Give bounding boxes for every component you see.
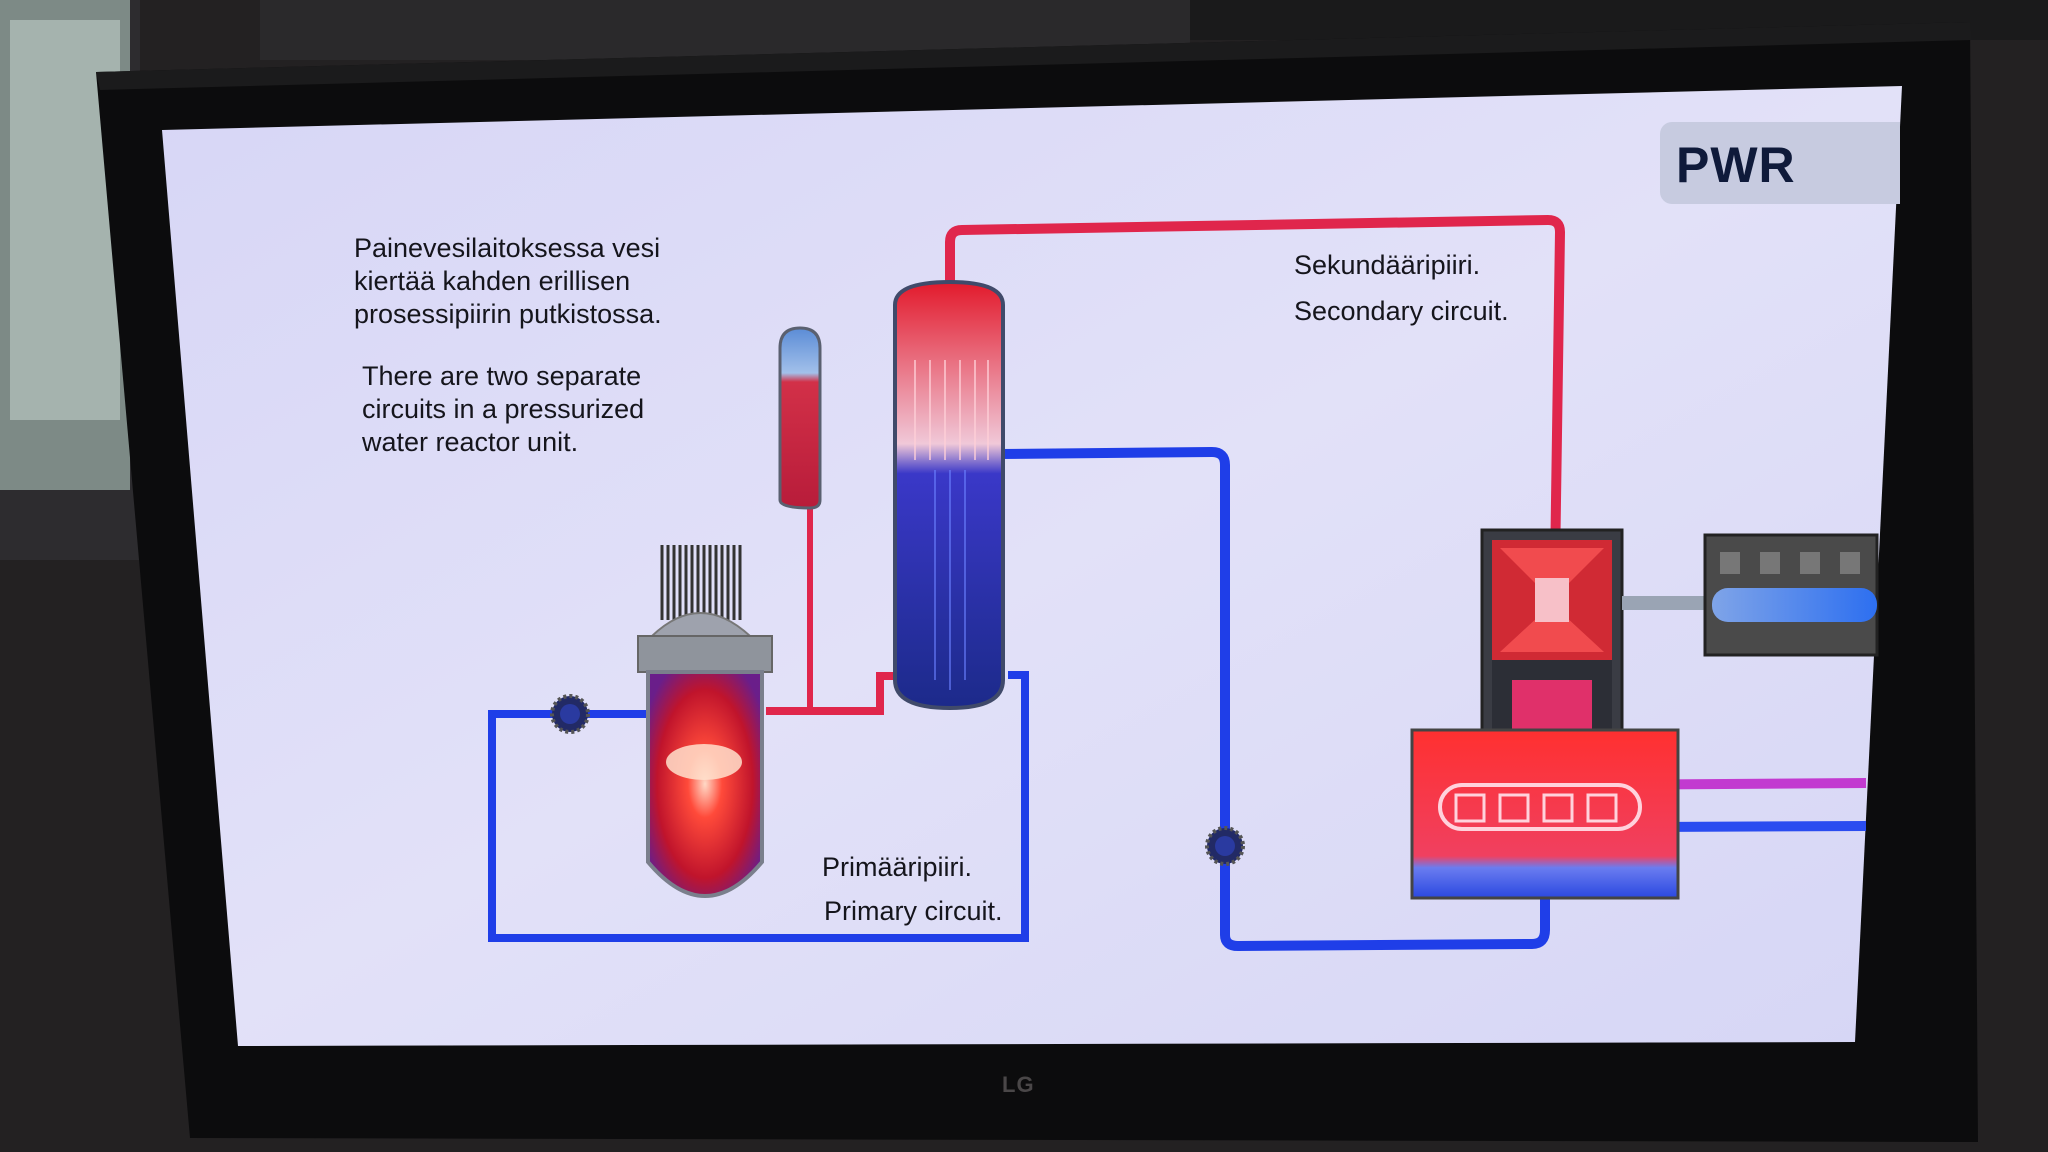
condenser-icon (1410, 728, 1680, 900)
pwr-badge (1660, 122, 1900, 204)
turbine-icon (1480, 528, 1624, 732)
pressurizer-icon (778, 326, 822, 712)
turbine-shaft (1622, 596, 1712, 610)
intro-fi-line-1: Painevesilaitoksessa vesi (354, 233, 661, 263)
intro-english: There are two separate circuits in a pre… (362, 360, 644, 459)
secondary-pump-icon (1205, 826, 1245, 866)
feedwater-pipe (999, 446, 1550, 952)
primary-pump-icon (550, 694, 590, 734)
pwr-title: PWR (1676, 137, 1796, 193)
primary-label-en: Primary circuit. (824, 896, 1003, 926)
secondary-label-fi: Sekundääripiiri. (1294, 250, 1481, 280)
steam-pipe (945, 214, 1566, 569)
primary-label-fi: Primääripiiri. (822, 852, 973, 882)
generator-icon (1703, 533, 1879, 657)
lg-logo: LG (1002, 1072, 1035, 1097)
intro-en-line-1: There are two separate (362, 361, 642, 391)
primary-cold-pipe (488, 671, 1029, 942)
steam-generator-icon (893, 279, 1005, 711)
intro-fi-line-2: kiertää kahden erillisen (354, 266, 631, 296)
reactor-vessel-icon (637, 545, 773, 898)
secondary-label-en: Secondary circuit. (1294, 296, 1509, 326)
intro-en-line-2: circuits in a pressurized (362, 394, 645, 424)
intro-en-line-3: water reactor unit. (362, 427, 579, 457)
intro-finnish: Painevesilaitoksessa vesi kiertää kahden… (354, 232, 662, 331)
intro-fi-line-3: prosessipiirin putkistossa. (354, 299, 662, 329)
